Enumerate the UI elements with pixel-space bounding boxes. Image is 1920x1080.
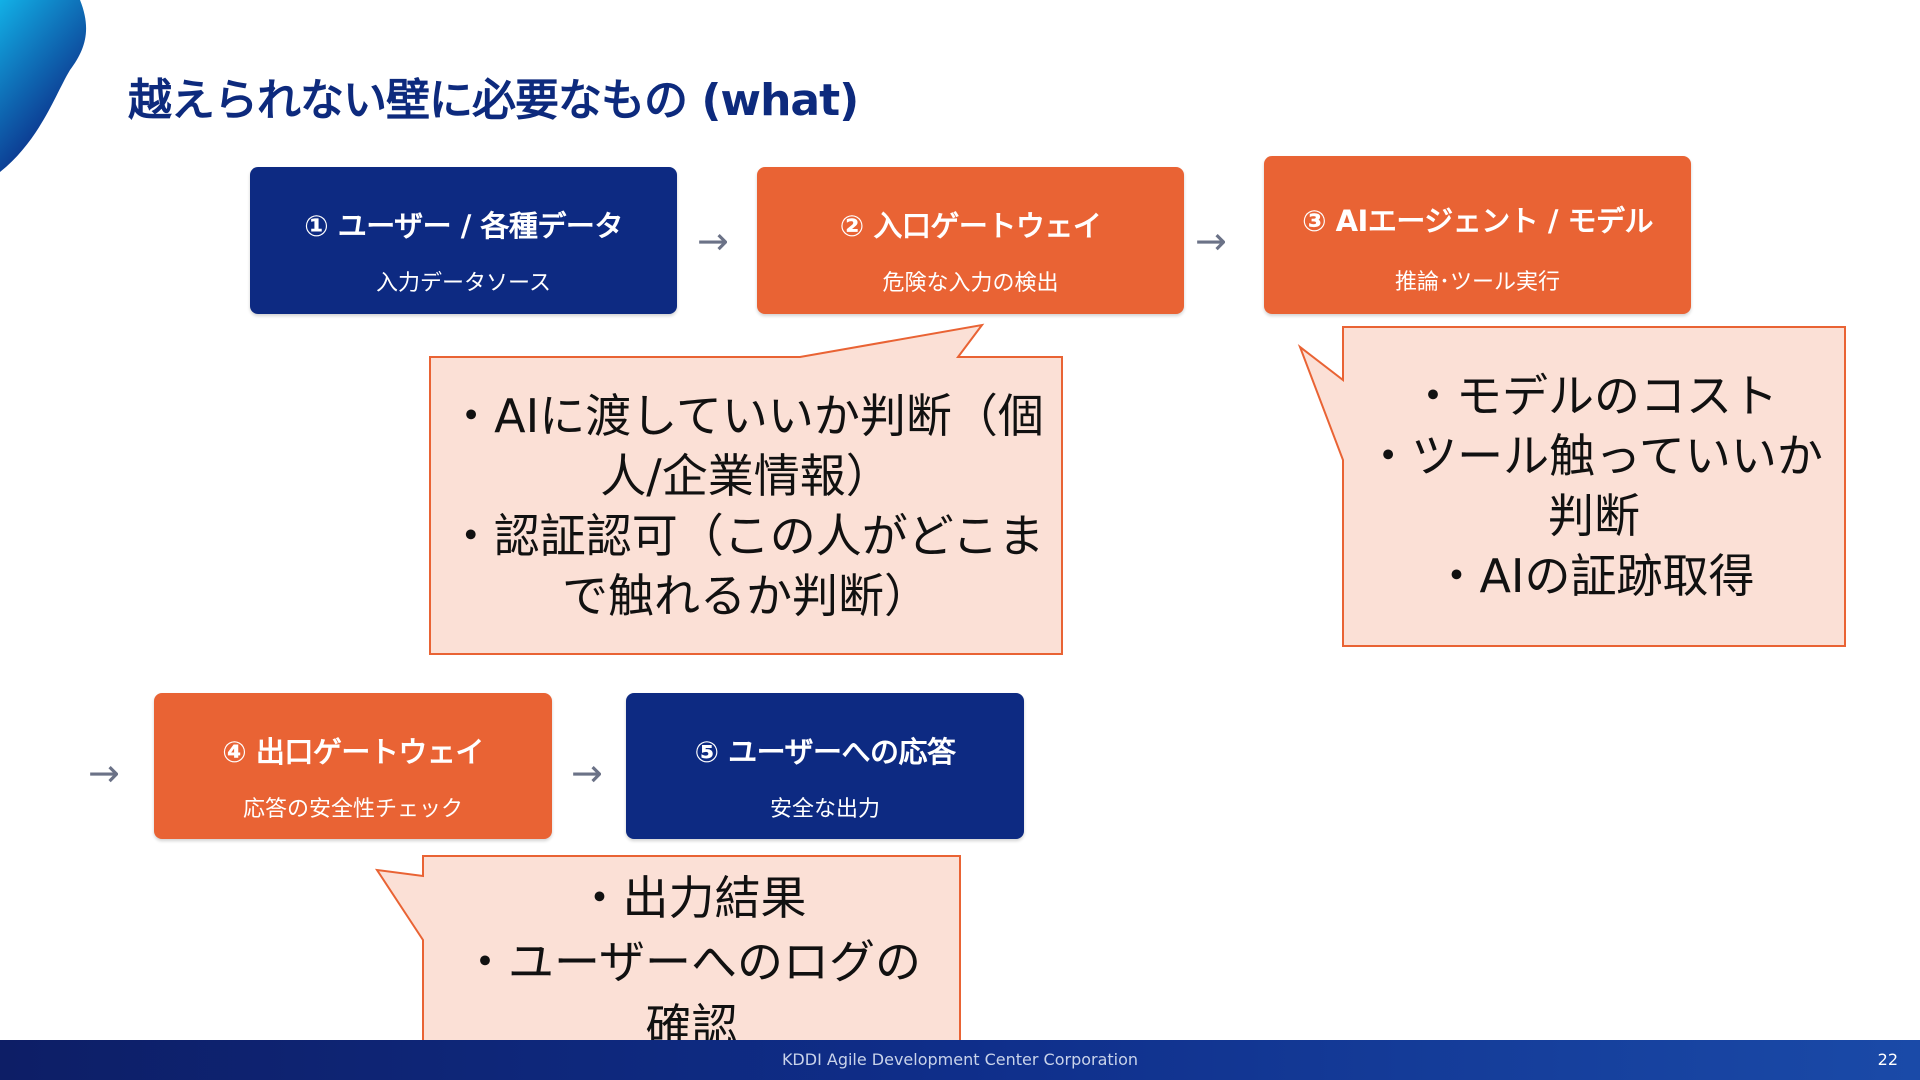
box-user-data: ① ユーザー / 各種データ 入力データソース	[250, 167, 677, 314]
callout-ai-agent-text: ・モデルのコスト ・ツール触っていいか 判断 ・AIの証跡取得	[1353, 366, 1835, 606]
callout-line: 判断	[1548, 489, 1640, 543]
callout-line: で触れるか判断）	[562, 569, 930, 623]
flow-arrow: →	[571, 751, 603, 795]
callout-line: ・出力結果	[576, 871, 807, 925]
callout-ai-agent-shape	[1297, 326, 1846, 647]
callout-line: ・AIに渡していいか判断（個	[448, 389, 1044, 443]
callout-entry-gateway-shape	[429, 323, 1063, 655]
flow-arrow: →	[88, 751, 120, 795]
callout-line: 人/企業情報）	[600, 449, 892, 503]
box-exit-gateway: ④ 出口ゲートウェイ 応答の安全性チェック	[154, 693, 552, 839]
page-number: 22	[1877, 1050, 1898, 1069]
box-entry-gateway-title: ② 入口ゲートウェイ	[839, 209, 1102, 243]
callout-line: ・モデルのコスト	[1410, 369, 1778, 423]
box-exit-gateway-subtitle: 応答の安全性チェック	[242, 797, 463, 822]
box-user-data-subtitle: 入力データソース	[376, 271, 551, 296]
flow-arrow: →	[697, 219, 729, 263]
box-ai-agent-title: ③ AIエージェント / モデル	[1301, 204, 1654, 238]
callout-exit-gateway-text: ・出力結果 ・ユーザーへのログの 確認	[433, 866, 950, 1058]
box-exit-gateway-title: ④ 出口ゲートウェイ	[222, 735, 484, 769]
box-user-response: ⑤ ユーザーへの応答 安全な出力	[626, 693, 1024, 839]
box-user-data-title: ① ユーザー / 各種データ	[304, 209, 623, 243]
box-entry-gateway: ② 入口ゲートウェイ 危険な入力の検出	[757, 167, 1184, 314]
box-user-response-subtitle: 安全な出力	[769, 797, 880, 822]
footer-company: KDDI Agile Development Center Corporatio…	[781, 1050, 1139, 1069]
callout-line: ・ツール触っていいか	[1365, 429, 1823, 483]
box-ai-agent-subtitle: 推論･ツール実行	[1394, 270, 1560, 295]
box-entry-gateway-subtitle: 危険な入力の検出	[882, 271, 1059, 296]
callout-line: ・認証認可（この人がどこま	[447, 509, 1045, 563]
footer-bar: KDDI Agile Development Center Corporatio…	[0, 1040, 1920, 1080]
callout-line: ・AIの証跡取得	[1433, 549, 1755, 603]
callout-line: ・ユーザーへのログの	[461, 935, 922, 989]
box-ai-agent: ③ AIエージェント / モデル 推論･ツール実行	[1264, 156, 1691, 314]
callout-entry-gateway-text: ・AIに渡していいか判断（個 人/企業情報） ・認証認可（この人がどこま で触れ…	[440, 386, 1052, 626]
slide-title: 越えられない壁に必要なもの (what)	[128, 75, 859, 126]
box-user-response-title: ⑤ ユーザーへの応答	[694, 735, 956, 769]
callout-exit-gateway-shape	[374, 855, 961, 1063]
flow-arrow: →	[1195, 219, 1227, 263]
corner-decoration	[0, 0, 87, 172]
